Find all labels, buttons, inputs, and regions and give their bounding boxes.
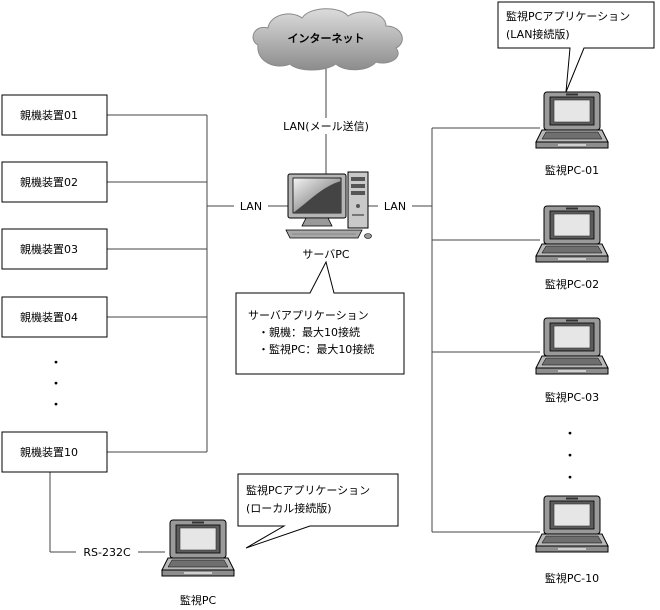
monitor-pc-10: 監視PC-10 [535, 495, 609, 585]
left-bus-lines [107, 114, 288, 453]
monitor-app-local-line1: 監視PCアプリケーション [246, 483, 370, 497]
monitor-pc-label: 監視PC-01 [545, 163, 599, 177]
local-monitor-pc: 監視PC [161, 519, 235, 607]
parent-device-01: 親機装置01 [1, 94, 108, 136]
monitor-pc-01: 監視PC-01 [535, 91, 609, 177]
parent-device-label: 親機装置01 [20, 108, 78, 122]
rs232c-line [49, 460, 165, 553]
monitor-app-lan-callout: 監視PCアプリケーション (LAN接続版) [497, 1, 655, 93]
monitor-app-local-line2: (ローカル接続版) [246, 501, 332, 515]
monitor-pc-label: 監視PC-03 [545, 390, 599, 404]
monitor-pc-label: 監視PC-10 [545, 571, 599, 585]
lan-right-label: LAN [384, 200, 406, 213]
ellipsis-dot: ・ [565, 427, 576, 440]
laptop-icon [535, 205, 609, 263]
parent-device-label: 親機装置03 [20, 242, 78, 256]
ellipsis-dot: ・ [51, 377, 62, 390]
parent-device-04: 親機装置04 [1, 296, 108, 338]
server-app-line2: ・監視PC：最大10接続 [258, 342, 374, 356]
lan-mail-label: LAN(メール送信) [283, 119, 369, 133]
ellipsis-dot: ・ [565, 471, 576, 484]
laptop-icon [535, 317, 609, 375]
server-pc-label: サーバPC [302, 248, 350, 261]
ellipsis-dot: ・ [51, 356, 62, 369]
rs232c-label: RS-232C [83, 546, 131, 559]
parent-device-label: 親機装置04 [20, 310, 78, 324]
laptop-icon [161, 519, 235, 577]
parent-device-label: 親機装置02 [20, 175, 78, 189]
server-app-callout: サーバアプリケーション ・親機：最大10接続 ・監視PC：最大10接続 [235, 260, 405, 375]
monitor-ellipsis: ・ ・ ・ [565, 427, 576, 484]
server-app-line1: ・親機：最大10接続 [258, 325, 360, 339]
monitor-pc-02: 監視PC-02 [535, 205, 609, 291]
parent-device-10: 親機装置10 [1, 431, 108, 473]
monitor-app-local-callout: 監視PCアプリケーション (ローカル接続版) [237, 473, 399, 549]
server-pc-icon [285, 171, 372, 239]
ellipsis-dot: ・ [51, 398, 62, 411]
parent-device-03: 親機装置03 [1, 228, 108, 270]
server-app-title: サーバアプリケーション [248, 309, 369, 322]
monitor-app-lan-line1: 監視PCアプリケーション [506, 9, 630, 23]
laptop-icon [535, 91, 609, 149]
right-bus-lines [362, 127, 540, 533]
monitor-pc-label: 監視PC-02 [545, 277, 599, 291]
lan-left-label: LAN [240, 200, 262, 213]
monitor-app-lan-line2: (LAN接続版) [506, 27, 570, 41]
local-pc-label: 監視PC [180, 593, 217, 607]
ellipsis-dot: ・ [565, 449, 576, 462]
parent-device-02: 親機装置02 [1, 161, 108, 203]
internet-label: インターネット [288, 32, 365, 45]
monitor-pc-03: 監視PC-03 [535, 317, 609, 404]
internet-cloud: インターネット [252, 8, 403, 71]
laptop-icon [535, 495, 609, 553]
parent-device-label: 親機装置10 [20, 445, 78, 459]
parent-ellipsis: ・ ・ ・ [51, 356, 62, 411]
